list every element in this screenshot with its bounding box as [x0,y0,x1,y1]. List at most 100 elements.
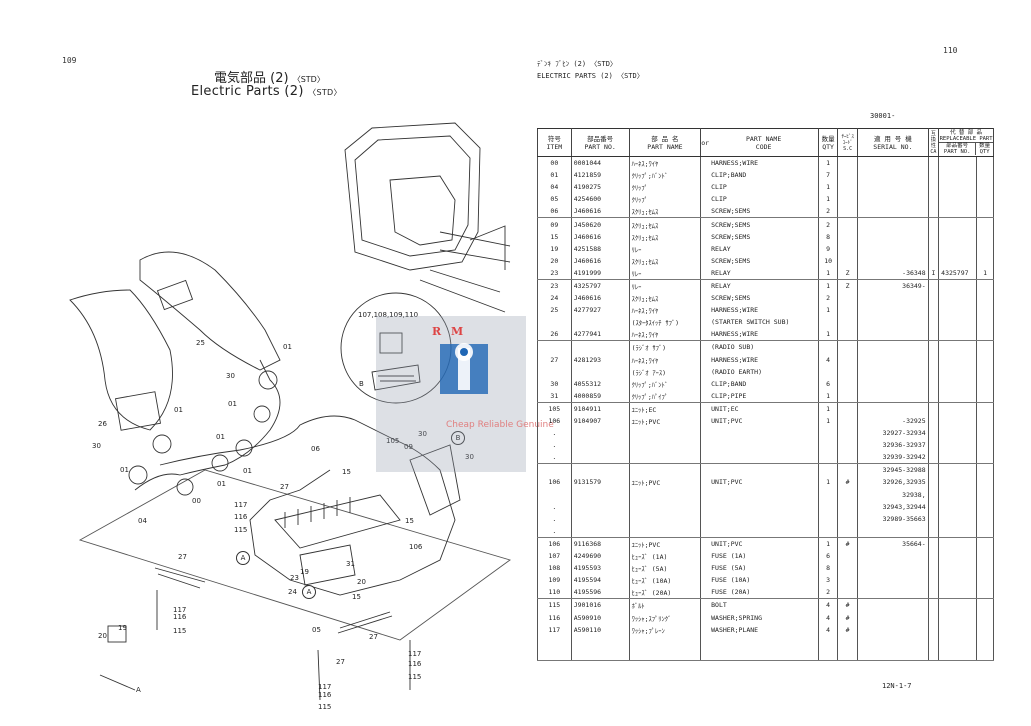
callout-label: 01 [217,480,226,488]
table-cell-rq [976,562,994,575]
table-cell-serial [857,353,929,366]
table-cell-serial [857,647,929,661]
table-cell-partno: 4000859 [570,389,630,403]
table-cell-or [700,524,710,538]
table-cell-qty [818,427,839,440]
table-cell-partno [570,451,630,465]
table-cell-ca [927,512,940,525]
table-cell-rq [976,217,994,231]
table-cell-serial: 32939-32942 [857,451,929,465]
table-row: (ｽﾀｰﾀｽｲｯﾁ ｻﾌﾞ)(STARTER SWITCH SUB) [537,316,994,329]
table-cell-jp: ﾎﾞﾙﾄ [628,598,702,612]
table-cell-serial: 32943,32944 [857,500,929,513]
table-cell-qty: 8 [818,230,839,243]
table-cell-qty [818,316,839,329]
table-cell-item: 15 [537,230,572,243]
table-cell-or [701,574,709,586]
col-ca: 互換性 CA [927,128,940,157]
table-cell-item [537,340,572,354]
table-cell-jp: (ﾗｼﾞｵ ｱｰｽ) [628,365,702,378]
table-cell-partno: A590110 [570,623,630,636]
callout-label: 24 [288,588,297,596]
table-cell-rp [938,427,978,440]
table-cell-jp: ｸﾘｯﾌﾟ;ﾊﾞﾝﾄﾞ [628,377,702,390]
title-en-suffix: 〈STD〉 [308,88,342,97]
table-cell-partno: J460616 [570,292,630,305]
table-cell-partno [570,463,630,477]
table-cell-rq [976,169,994,182]
callout-label: 19 [118,624,127,632]
table-cell-serial [857,328,929,342]
table-cell-serial: 32938, [857,488,929,501]
table-cell-serial [857,586,929,600]
table-cell-sc [837,635,859,648]
table-cell-ca [927,389,940,403]
table-cell-partno: 4254600 [570,193,630,206]
table-cell-serial [857,377,929,390]
callout-label: 30 [418,430,427,438]
table-cell-sc: # [837,598,859,612]
table-cell-jp: ﾊｰﾈｽ;ﾜｲﾔ [628,304,702,317]
table-cell-partno: 4195596 [570,586,630,600]
table-cell-item: 26 [537,328,572,342]
col-rep-part-no: 部品番号 PART NO. [939,143,977,155]
table-cell-ca [927,574,940,587]
table-cell-code [709,427,820,440]
table-cell-jp: ﾕﾆｯﾄ;PVC [628,476,702,489]
table-cell-serial [857,292,929,305]
table-cell-ca [927,169,940,182]
table-cell-serial [857,623,929,636]
table-cell-or [701,439,709,451]
table-cell-qty: 2 [818,292,839,305]
table-cell-code: RELAY [709,279,820,293]
table-cell-code: HARNESS;WIRE [709,353,820,366]
table-cell-item: 106 [537,414,572,428]
table-cell-jp: (ｽﾀｰﾀｽｲｯﾁ ｻﾌﾞ) [628,316,702,329]
callout-label: 15 [352,593,361,601]
table-cell-rq [976,156,994,170]
table-cell-item [537,463,572,477]
table-cell-serial: 35664- [857,537,929,550]
table-cell-rq [976,427,994,440]
table-cell-code: CLIP [709,181,820,194]
table-cell-jp: ｽｸﾘｭ;ｾﾑｽ [628,254,702,267]
table-cell-rq [976,377,994,390]
callout-label: 115 [234,526,248,534]
table-cell-or [700,328,710,342]
table-cell-rq [976,550,994,563]
table-cell-sc [837,586,859,600]
callout-label: 115 [408,673,422,681]
table-cell-jp: ﾋｭｰｽﾞ (1A) [628,550,702,563]
callout-label: 117 [408,650,422,658]
table-cell-rp: 4325797 [938,266,978,280]
table-cell-rq [976,414,994,428]
table-cell-partno: 4190275 [570,181,630,194]
table-cell-code: SCREW;SEMS [709,217,820,231]
table-cell-serial [857,635,929,648]
table-cell-partno: J460616 [570,254,630,267]
table-cell-code: FUSE (10A) [709,574,820,587]
table-cell-jp: ﾕﾆｯﾄ;PVC [628,537,702,550]
table-cell-item [537,316,572,329]
table-cell-or [701,513,709,525]
table-cell-rp [938,304,978,317]
callout-label: 27 [178,553,187,561]
table-cell-qty: 1 [818,537,839,550]
table-cell-rq [976,524,994,538]
table-cell-or [701,231,709,243]
table-cell-serial [857,365,929,378]
table-cell-item: 23 [537,266,572,280]
table-cell-qty: 1 [818,279,839,293]
circle-reference-tag: A [302,585,316,599]
table-cell-or [701,464,709,477]
table-cell-code: CLIP [709,193,820,206]
table-cell-item: . [537,512,572,525]
table-cell-rp [938,635,978,648]
table-cell-ca [927,562,940,575]
table-cell-sc [837,389,859,403]
table-cell-item: 24 [537,292,572,305]
table-cell-or [700,647,710,661]
